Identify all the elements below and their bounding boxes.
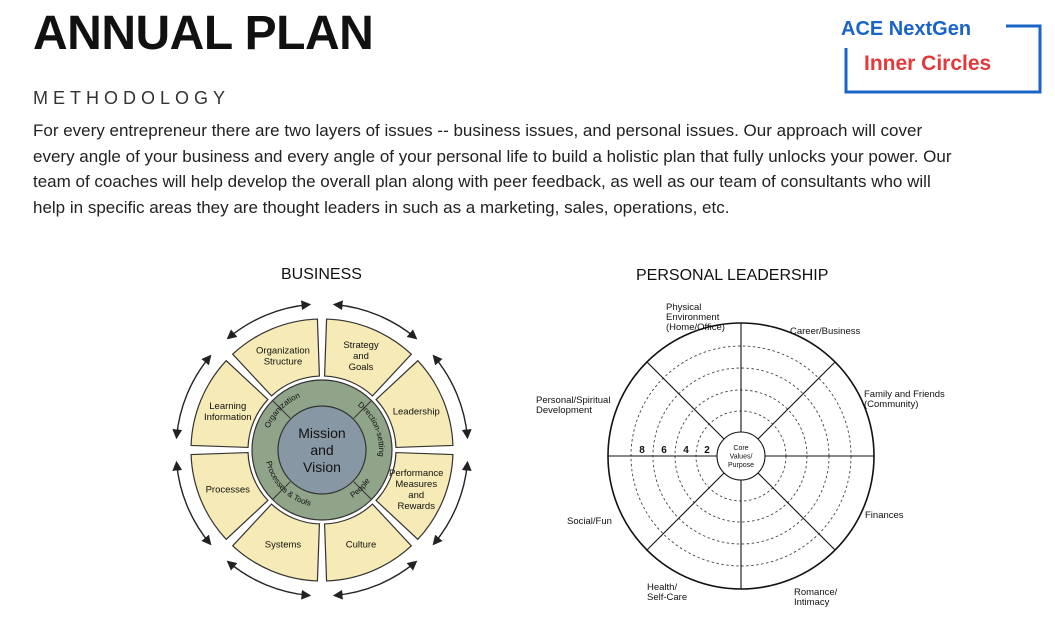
business-segment: [375, 359, 454, 449]
life-area-line: Romance/: [794, 587, 838, 598]
life-area-line: Finances: [865, 510, 904, 521]
life-area-line: Physical: [666, 302, 701, 313]
business-segment-label-line: Leadership: [393, 406, 440, 417]
cycle-arrow: [432, 460, 472, 546]
life-area-line: Intimacy: [794, 597, 830, 608]
business-segment: [190, 451, 269, 541]
page-title: ANNUAL PLAN: [33, 7, 374, 60]
life-area-label: Career/Business: [790, 326, 860, 337]
business-segment-label: Leadership: [393, 406, 440, 417]
life-area-line: Self-Care: [647, 592, 687, 603]
business-segment-label-line: Systems: [265, 540, 302, 551]
spoke: [646, 472, 725, 551]
scale-number: 8: [639, 445, 645, 456]
methodology-description: For every entrepreneur there are two lay…: [33, 121, 952, 217]
business-segment-label-line: Measures: [395, 479, 437, 490]
mission-vision-label-line: Mission: [298, 425, 345, 441]
scale-number: 6: [661, 445, 667, 456]
mission-vision-label-line: Vision: [303, 459, 341, 475]
life-area-label: Finances: [865, 510, 904, 521]
life-area-line: (Community): [864, 399, 918, 410]
business-label: BUSINESS: [281, 266, 362, 283]
core-circle: [716, 431, 766, 481]
business-segment-label-line: Organization: [256, 346, 310, 357]
business-segment-label: Processes: [206, 484, 251, 495]
life-area-line: Family and Friends: [864, 389, 945, 400]
core-values-label-line: Purpose: [728, 462, 754, 469]
life-area-line: (Home/Office): [666, 322, 725, 333]
spoke: [757, 472, 836, 551]
business-segment: [190, 359, 269, 449]
cycle-arrow: [332, 560, 418, 600]
business-center: [277, 405, 367, 495]
business-segment-label-line: Goals: [349, 362, 374, 373]
cycle-arrow: [172, 460, 212, 546]
ring-divider: [353, 481, 372, 500]
page-subtitle: METHODOLOGY: [33, 88, 231, 108]
logo-line1: ACE NextGen: [841, 18, 971, 40]
business-segment-label-line: Processes: [206, 484, 251, 495]
life-area-line: Environment: [666, 312, 720, 323]
business-segment-label-line: and: [408, 490, 424, 501]
business-segment-label-line: Rewards: [397, 501, 435, 512]
business-segment: [375, 451, 454, 541]
business-segment-label-line: Strategy: [343, 340, 379, 351]
business-segment-label: Systems: [265, 540, 302, 551]
life-area-label: Social/Fun: [567, 516, 612, 527]
ring-divider: [272, 481, 291, 500]
cycle-arrow: [432, 354, 472, 440]
business-segment: [323, 503, 413, 582]
life-area-label: Romance/Intimacy: [794, 587, 838, 608]
life-area-label: Family and Friends(Community): [864, 389, 945, 410]
cycle-arrow: [226, 560, 312, 600]
cycle-arrow: [226, 300, 312, 340]
ace-nextgen-logo: ACE NextGen Inner Circles: [840, 14, 1045, 96]
scale-number: 2: [704, 445, 710, 456]
business-segment: [231, 318, 321, 397]
spoke: [757, 361, 836, 440]
personal-leadership-label: PERSONAL LEADERSHIP: [636, 267, 829, 284]
logo-graphic: ACE NextGen Inner Circles: [841, 18, 1042, 94]
life-area-line: Career/Business: [790, 326, 860, 337]
business-segment-label-line: Performance: [389, 468, 443, 479]
life-area-label: Health/Self-Care: [647, 582, 687, 603]
life-area-line: Social/Fun: [567, 516, 612, 527]
business-segment: [231, 503, 321, 582]
logo-line2: Inner Circles: [864, 52, 991, 75]
life-area-line: Development: [536, 405, 592, 416]
core-values-label-line: Core: [733, 445, 748, 452]
ring-divider: [353, 400, 372, 419]
business-segment-label: Culture: [346, 540, 377, 551]
spoke: [646, 361, 725, 440]
mission-vision-label-line: and: [310, 442, 333, 458]
cycle-arrow: [172, 354, 212, 440]
business-segment-label-line: Structure: [264, 357, 303, 368]
ring-divider: [272, 400, 291, 419]
business-segment: [323, 318, 413, 397]
business-segment-label-line: Culture: [346, 540, 377, 551]
life-area-line: Health/: [647, 582, 677, 593]
cycle-arrow: [332, 300, 418, 340]
business-segment-label-line: Learning: [209, 401, 246, 412]
business-segment-label-line: and: [353, 351, 369, 362]
scale-number: 4: [683, 445, 689, 456]
life-area-line: Personal/Spiritual: [536, 395, 610, 406]
business-segment-label-line: Information: [204, 412, 252, 423]
core-values-label-line: Values/: [730, 453, 753, 460]
